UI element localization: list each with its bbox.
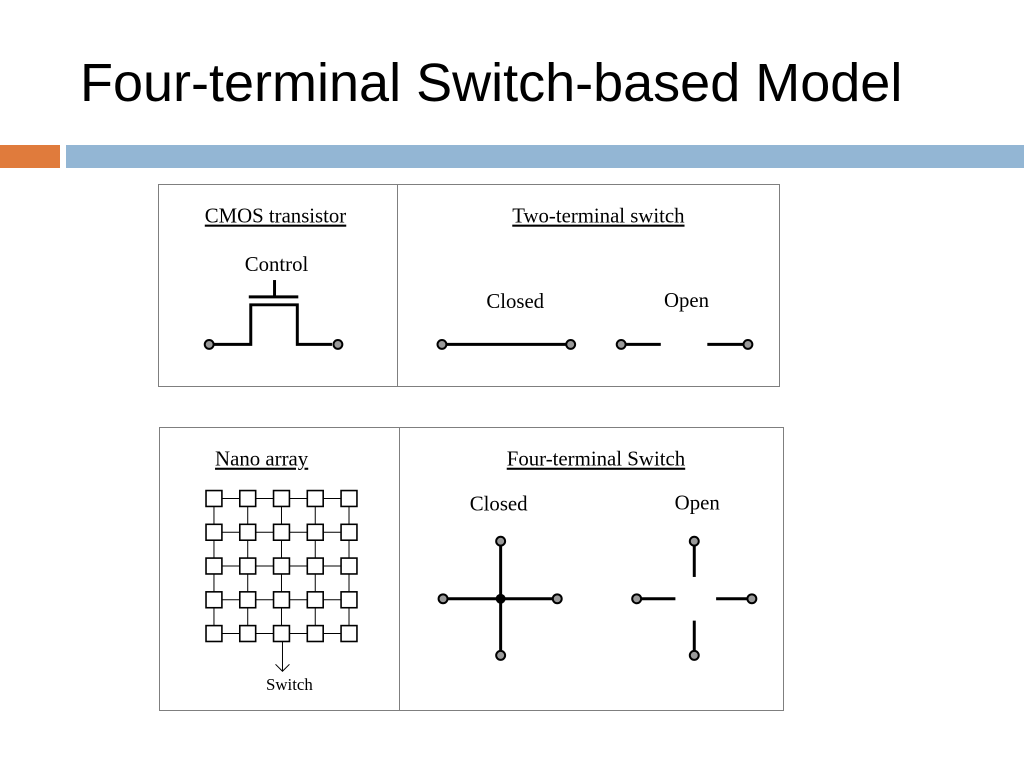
nano-array-cell: Nano array Switch xyxy=(160,428,400,710)
cmos-control-label: Control xyxy=(245,253,309,276)
four-terminal-heading: Four-terminal Switch xyxy=(507,447,686,471)
transistor-symbol xyxy=(214,280,332,346)
nano-switch-cell xyxy=(306,489,324,508)
two-terminal-open-label: Open xyxy=(664,289,710,312)
two-terminal-switch-diagram: Two-terminal switch Closed Open xyxy=(436,205,754,350)
nano-switch-cell xyxy=(238,557,257,575)
nano-switch-cell xyxy=(272,557,291,575)
nano-switch-cell xyxy=(205,591,223,609)
open-terminal-right xyxy=(746,593,758,605)
nano-switch-cell xyxy=(340,489,358,508)
nano-switch-cell xyxy=(340,557,358,575)
nano-switch-cell xyxy=(272,523,291,541)
nano-switch-cell xyxy=(205,489,223,508)
slide-title: Four-terminal Switch-based Model xyxy=(80,53,903,113)
nano-switch-cell xyxy=(306,557,324,575)
nano-switch-cell xyxy=(205,557,223,575)
closed-terminal-left xyxy=(436,338,448,350)
nano-switch-cell xyxy=(306,591,324,609)
nano-switch-cell xyxy=(272,489,291,508)
nano-switch-cell xyxy=(238,624,257,643)
nano-switch-cell xyxy=(306,523,324,541)
accent-bar-blue xyxy=(66,145,1024,168)
nano-switch-cell xyxy=(272,624,291,643)
closed-terminal-right xyxy=(565,338,577,350)
four-terminal-switch-diagram: Four-terminal Switch Closed Open xyxy=(437,447,758,661)
nano-switch-cell xyxy=(205,624,223,643)
nano-switch-cell xyxy=(340,523,358,541)
open-terminal-left xyxy=(631,593,643,605)
cmos-heading: CMOS transistor xyxy=(205,205,347,228)
closed-terminal-right xyxy=(551,593,563,605)
nano-switch-cell xyxy=(205,523,223,541)
open-terminal-top xyxy=(688,535,700,547)
closed-terminal-top xyxy=(495,535,507,547)
open-terminal-bottom xyxy=(688,649,700,661)
nano-switch-cell xyxy=(306,624,324,643)
nano-switch-cell xyxy=(238,489,257,508)
closed-terminal-bottom xyxy=(495,649,507,661)
nano-switch-label: Switch xyxy=(266,675,313,694)
four-terminal-open-label: Open xyxy=(675,490,721,514)
nano-switch-cell xyxy=(238,523,257,541)
nano-switch-cell xyxy=(340,624,358,643)
cmos-terminal-right xyxy=(332,338,344,350)
switch-arrow xyxy=(275,641,290,672)
two-terminal-heading: Two-terminal switch xyxy=(512,205,685,228)
nano-switch-cell xyxy=(272,591,291,609)
top-diagram-panel: CMOS transistor Control Two-terminal swi… xyxy=(158,184,780,387)
nano-switch-cell xyxy=(238,591,257,609)
open-terminal-right xyxy=(742,338,754,350)
accent-bar-orange xyxy=(0,145,60,168)
two-terminal-closed-label: Closed xyxy=(486,290,544,313)
two-terminal-switch-cell: Two-terminal switch Closed Open xyxy=(398,185,779,386)
cmos-transistor-diagram: CMOS transistor Control xyxy=(203,205,347,350)
four-terminal-switch-cell: Four-terminal Switch Closed Open xyxy=(400,428,783,710)
closed-terminal-left xyxy=(437,593,449,605)
nano-switch-cell xyxy=(340,591,358,609)
four-terminal-closed-label: Closed xyxy=(470,491,528,515)
cmos-transistor-cell: CMOS transistor Control xyxy=(159,185,398,386)
open-terminal-left xyxy=(615,338,627,350)
nano-array-heading: Nano array xyxy=(215,447,309,471)
bottom-diagram-panel: Nano array Switch Four-terminal Switch C… xyxy=(159,427,784,711)
open-four-terminal-lines xyxy=(639,544,749,653)
nano-array-diagram: Nano array Switch xyxy=(205,447,358,694)
closed-center-junction xyxy=(495,593,506,604)
nano-array-grid xyxy=(205,489,358,643)
cmos-terminal-left xyxy=(203,338,215,350)
